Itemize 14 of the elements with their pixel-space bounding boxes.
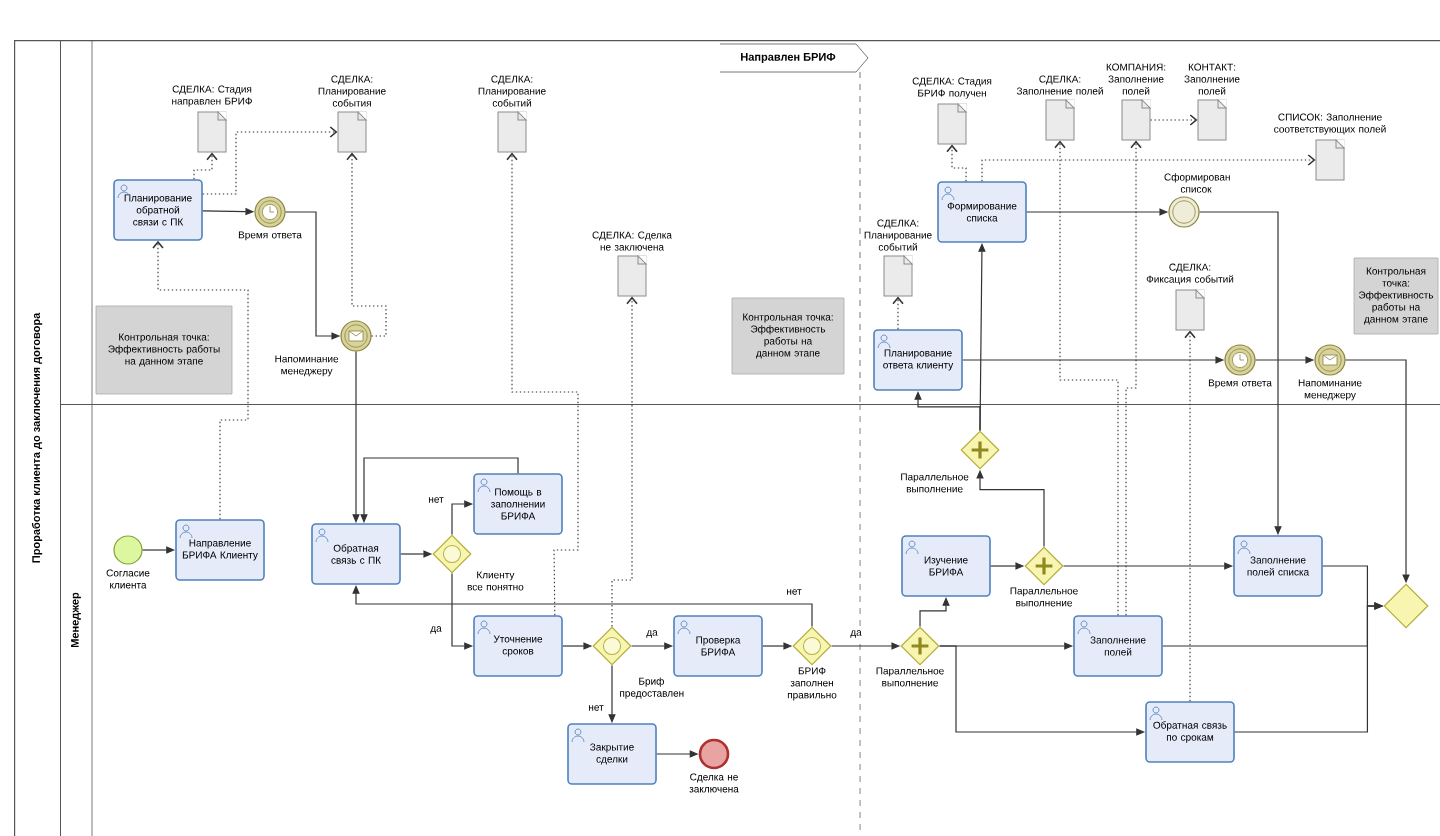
association-arrow [202, 126, 338, 195]
association-arrow [1184, 330, 1196, 702]
association-arrow [981, 154, 1316, 182]
gateway [1383, 583, 1429, 629]
association-arrow [506, 152, 579, 616]
association-arrow [1149, 114, 1198, 126]
association-arrow [946, 144, 967, 182]
association-arrow [1125, 140, 1142, 616]
association-arrow [193, 152, 218, 180]
association-arrow [152, 240, 249, 520]
association-arrow [611, 296, 638, 627]
association-arrow [892, 296, 904, 330]
association-arrow [1054, 140, 1119, 616]
association-arrow [346, 152, 387, 337]
